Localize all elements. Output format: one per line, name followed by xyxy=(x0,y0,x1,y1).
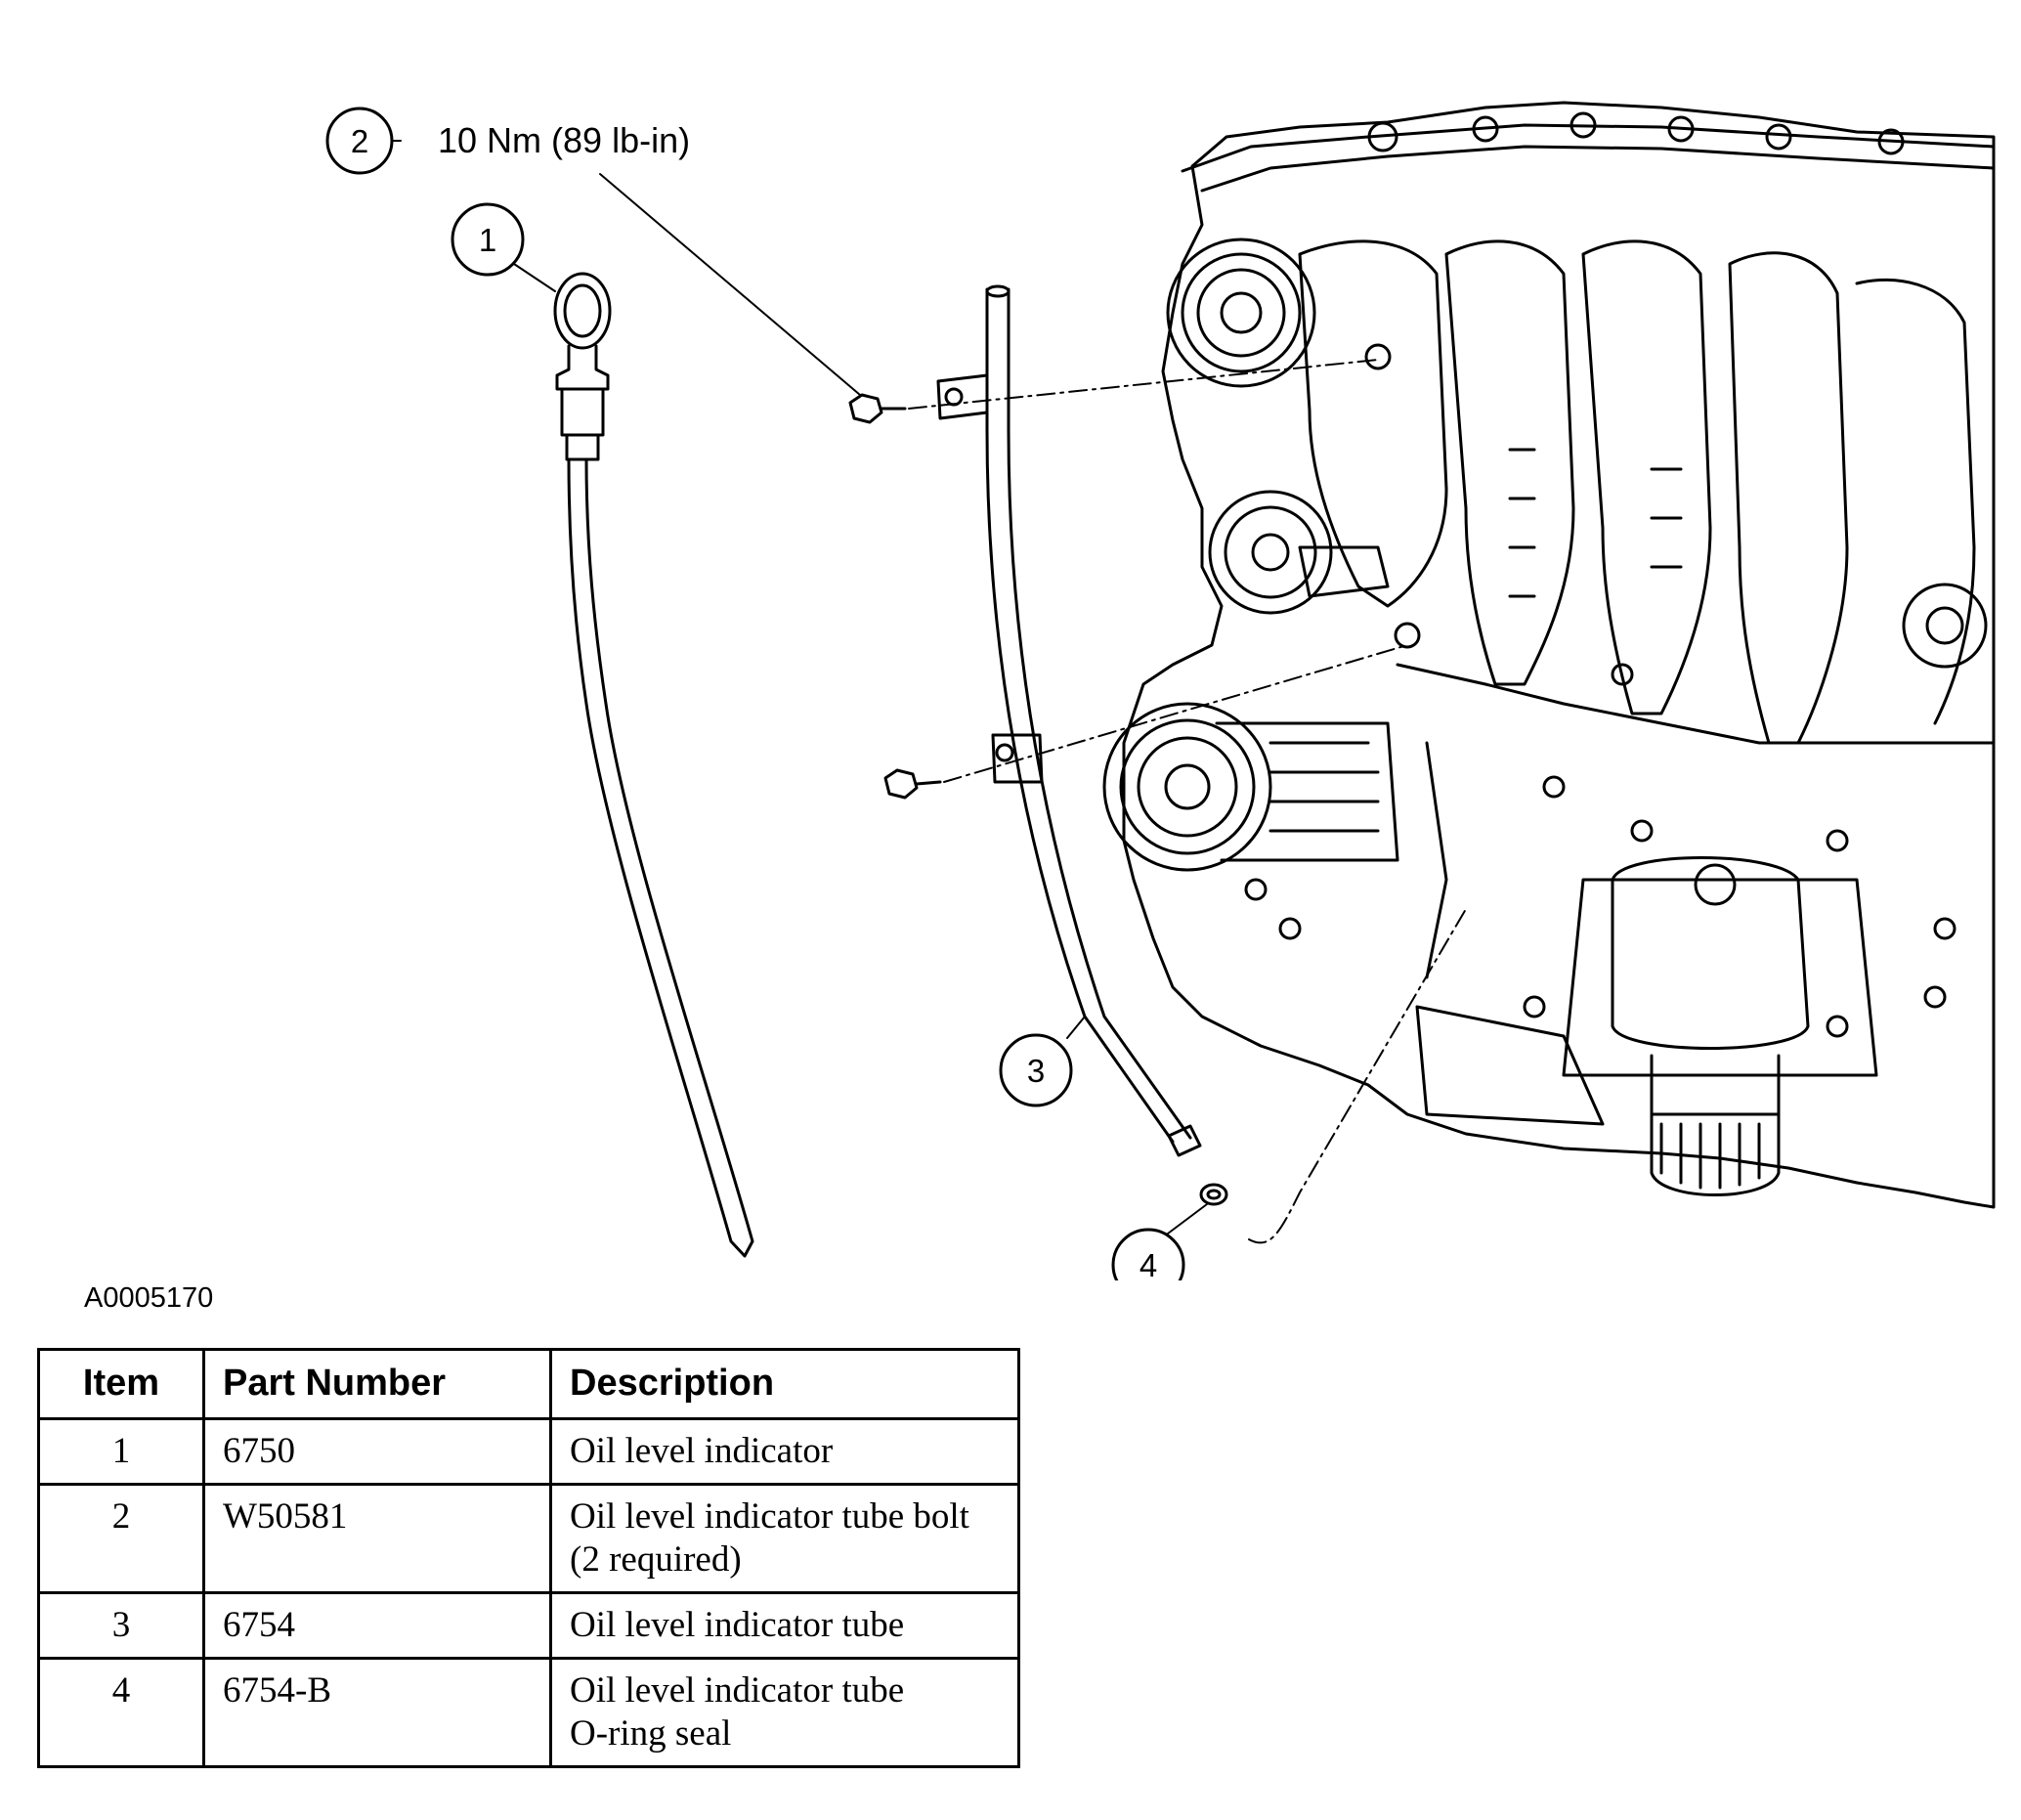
description-line: Oil level indicator xyxy=(570,1431,834,1471)
table-row: 3 6754 Oil level indicator tube xyxy=(37,1591,1020,1660)
callout-1: 1 xyxy=(451,202,525,277)
oil-level-indicator xyxy=(553,272,754,1258)
cell-part-number: 6754 xyxy=(202,1591,552,1660)
callout-1-label: 1 xyxy=(479,222,496,258)
table-row: 1 6750 Oil level indicator xyxy=(37,1417,1020,1486)
oil-level-indicator-tube xyxy=(936,284,1202,1157)
cell-description: Oil level indicator tube bolt (2 require… xyxy=(549,1483,1020,1594)
callout-2-label: 2 xyxy=(351,123,368,159)
description-line: Oil level indicator tube bolt xyxy=(570,1496,969,1537)
cell-item: 1 xyxy=(37,1417,205,1486)
callout-3: 3 xyxy=(999,1033,1073,1107)
tube-bolt-upper xyxy=(848,393,907,424)
leader-lines xyxy=(391,140,1208,1235)
callout-4: 4 xyxy=(1111,1228,1185,1280)
description-line: (2 required) xyxy=(570,1539,742,1580)
cell-part-number: 6754-B xyxy=(202,1657,552,1768)
figure-id: A0005170 xyxy=(84,1282,214,1314)
table-row: 2 W50581 Oil level indicator tube bolt (… xyxy=(37,1483,1020,1594)
parts-table: Item Part Number Description 1 6750 Oil … xyxy=(37,1348,1020,1768)
cell-item: 4 xyxy=(37,1657,205,1768)
cell-description: Oil level indicator tube O-ring seal xyxy=(549,1657,1020,1768)
engine-assembly xyxy=(1102,101,1996,1209)
callout-2: 2 10 Nm (89 lb-in) xyxy=(325,107,690,175)
torque-spec: 10 Nm (89 lb-in) xyxy=(438,120,690,160)
tube-bolt-lower xyxy=(883,768,942,800)
header-part-number: Part Number xyxy=(202,1348,552,1420)
cell-part-number: 6750 xyxy=(202,1417,552,1486)
header-item: Item xyxy=(37,1348,205,1420)
cell-part-number: W50581 xyxy=(202,1483,552,1594)
table-header-row: Item Part Number Description xyxy=(37,1348,1020,1420)
cell-description: Oil level indicator tube xyxy=(549,1591,1020,1660)
cell-description: Oil level indicator xyxy=(549,1417,1020,1486)
description-line: Oil level indicator tube xyxy=(570,1605,905,1645)
assembly-lines xyxy=(908,359,1467,1244)
cell-item: 3 xyxy=(37,1591,205,1660)
exploded-view-diagram: 2 10 Nm (89 lb-in) 1 3 4 xyxy=(325,101,1996,1280)
cell-item: 2 xyxy=(37,1483,205,1594)
header-description: Description xyxy=(549,1348,1020,1420)
description-line: Oil level indicator tube xyxy=(570,1670,905,1711)
callout-4-label: 4 xyxy=(1140,1247,1157,1280)
description-line: O-ring seal xyxy=(570,1713,732,1754)
table-row: 4 6754-B Oil level indicator tube O-ring… xyxy=(37,1657,1020,1768)
callout-3-label: 3 xyxy=(1027,1053,1045,1089)
o-ring-seal xyxy=(1199,1183,1228,1206)
